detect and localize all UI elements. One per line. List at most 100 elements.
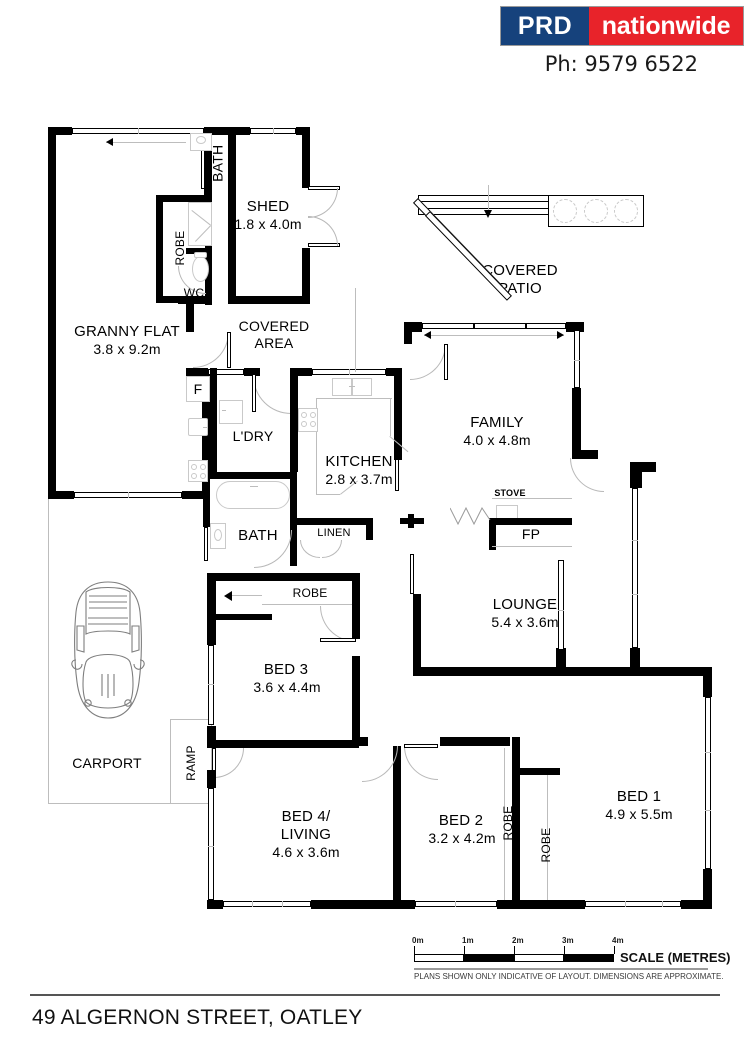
kitchen-bench-right [390,398,391,436]
robe-bed3-arrow-line [228,595,262,596]
door-arc-bed4 [214,748,244,778]
wall-family-top-right [566,322,584,332]
slider-arrow-left-family [424,331,431,339]
slider-track-family [424,335,564,336]
fridge-box [186,376,210,402]
wall-kitchen-right [394,368,402,460]
sink-granny-tap [203,427,207,428]
robe-bed3-arrow-head [224,591,232,601]
label-lounge: LOUNGE [492,596,558,613]
wall-shed-left [228,127,236,304]
label-ramp: RAMP [183,745,198,781]
wall-bottom-right-corner [681,900,712,909]
bathtub-main [216,481,290,509]
stove-unit [496,505,518,519]
car-illustration [71,581,145,719]
scale-label-3: 3m [562,936,574,945]
wall-bed3-bottom [207,740,359,748]
wall-robe-bed1-top [520,768,560,775]
burner-k3 [301,421,307,427]
window-service-top [208,369,244,375]
prd-nationwide-logo: PRD nationwide [500,6,744,46]
wall-lounge-bottom [413,667,563,676]
wall-bath-left [204,127,212,195]
slider-family-right [474,323,526,329]
basin-main-bowl [214,529,222,541]
wall-family-right [572,388,581,458]
wall-robe-bed2-right [512,737,520,909]
planter-3 [614,199,638,223]
kitchen-bench-left [316,398,317,494]
label-robe-bed3: ROBE [292,586,328,600]
label-robe-bed2: ROBE [500,805,515,841]
label-robe-bed1: ROBE [538,827,553,863]
scale-segment-1-2 [464,954,514,962]
door-leaf-coveredarea [227,332,231,368]
scale-segment-3-4 [564,954,614,962]
label-bed3: BED 3 [263,661,309,678]
door-leaf-bath-main [204,527,208,561]
ldry-tub [219,400,243,424]
label-wc: WC [183,286,205,300]
wall-service-top-left [186,368,208,376]
burner-k2 [310,412,316,418]
wall-bed4-left-stub [207,770,216,788]
window-mullion-granny-bottom [128,492,129,498]
label-bed4: BED 4/ LIVING [280,808,332,843]
wall-bed3-bed4-divider-stub [352,737,368,746]
wall-granny-left [48,127,56,499]
wall-ldry-left [210,368,217,478]
window-mullion-bottom-2 [282,901,283,907]
door-arc-family-left [410,344,446,380]
wall-bottom-left-corner [207,900,223,909]
label-bed1-dims: 4.9 x 5.5m [605,806,673,822]
scale-label-4: 4m [612,936,624,945]
sink-granny [188,418,208,436]
kitchen-sink-tap [349,386,355,387]
wall-bottom-3 [497,900,585,909]
planter-1 [553,199,577,223]
scale-underline [414,968,708,970]
kitchen-sink-left [332,378,352,396]
wall-shed-bottom [228,296,310,304]
slider-family-right-2 [526,323,566,329]
door-arc-ldry [253,376,291,414]
burner-k4 [310,421,316,427]
burner-g1 [191,464,197,470]
label-bed2-dims: 3.2 x 4.2m [428,830,496,846]
door-arc-family-lounge [570,458,604,492]
wall-lounge-bottom-2 [563,667,633,676]
label-family: FAMILY [470,414,524,431]
disclaimer-text: PLANS SHOWN ONLY INDICATIVE OF LAYOUT. D… [414,972,724,981]
patio-arrow-stem [488,185,489,211]
basin-bowl-upper [196,136,206,144]
wall-bed3-left-upper [207,573,216,645]
burner-g4 [200,473,206,479]
scale-tick-1 [464,946,465,954]
label-bed3-dims: 3.6 x 4.4m [253,679,321,695]
window-mullion-bed1-right-2 [705,810,711,811]
wall-lounge-right-bottom [630,648,640,676]
scale-title: SCALE (METRES) [620,950,731,965]
label-shed-dims: 1.8 x 4.0m [234,216,302,232]
door-arc-bath-main [254,530,292,568]
door-leaf-bed2 [404,744,438,748]
wall-shed-top-left [228,127,250,135]
wall-shed-right-upper [302,127,310,188]
window-mullion-bed4-left [208,846,214,847]
window-family-right-upper [574,330,580,388]
wall-bed2-top-right [440,737,510,746]
scale-label-1: 1m [462,936,474,945]
window-mullion-granny-top [138,128,139,134]
wall-lounge-right-corner-2 [630,462,656,472]
wall-wc-bottom [178,296,212,304]
slider-arrow-granny [106,138,113,146]
wall-kitchen-left [290,368,298,472]
fp-box-bottom [492,546,572,547]
label-linen: LINEN [317,527,351,539]
label-bed4-dims: 4.6 x 3.6m [272,844,340,860]
window-bed1-right [705,697,711,869]
wall-ldry-bath-divider [210,472,294,479]
label-family-dims: 4.0 x 4.8m [463,432,531,448]
property-address: 49 ALGERNON STREET, OATLEY [32,1006,363,1029]
